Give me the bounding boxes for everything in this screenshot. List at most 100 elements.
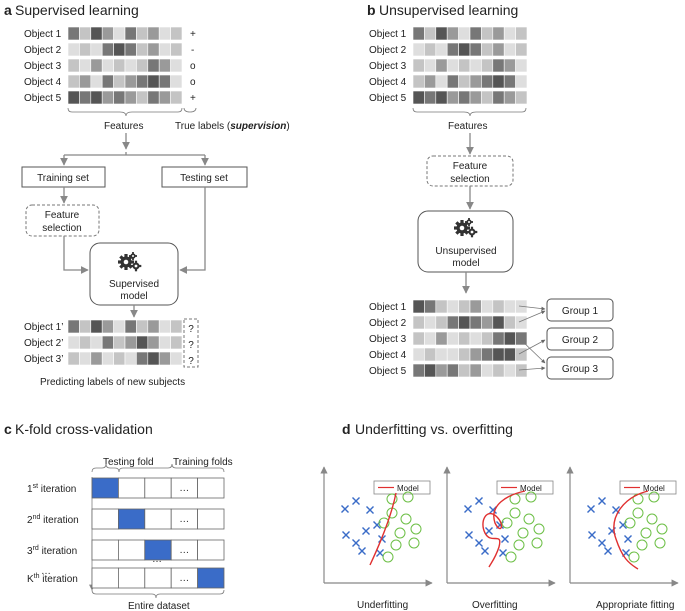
a-new-cell-2-8 (147, 335, 160, 350)
b-cell-3-6 (469, 58, 482, 73)
b-cell-1-7 (481, 26, 494, 41)
cross-point-underfitting-7 (352, 539, 360, 547)
caption-overfitting: Overfitting (472, 600, 518, 611)
features-label-b: Features (448, 121, 487, 132)
model-curve-appropriate (613, 490, 649, 570)
b-cl-cell-1-6 (469, 299, 482, 314)
b-cell-5-10 (515, 90, 528, 105)
a-new-cell-2-4 (101, 335, 114, 350)
a-cell-5-6 (124, 90, 137, 105)
panel-a-letter: a (4, 2, 12, 18)
b-cl-cell-3-8 (492, 331, 505, 346)
entire-dataset-label: Entire dataset (128, 601, 190, 611)
circle-point-underfitting-5 (378, 517, 390, 529)
circle-point-overfitting-7 (533, 523, 545, 535)
iteration-label-2: 2nd iteration (27, 514, 79, 526)
b-cell-2-7 (481, 42, 494, 57)
b-cell-3-4 (446, 58, 459, 73)
b-cell-1-5 (458, 26, 471, 41)
circle-point-underfitting-8 (390, 539, 402, 551)
training-fold-2-3 (144, 508, 172, 530)
b-cl-cell-4-10 (515, 347, 528, 362)
a-cell-4-3 (90, 74, 103, 89)
a-new-cell-1-8 (147, 319, 160, 334)
a-cell-5-2 (79, 90, 92, 105)
a-cell-2-8 (147, 42, 160, 57)
a-cell-5-5 (113, 90, 126, 105)
b-cl-cell-3-2 (424, 331, 437, 346)
a-cell-3-5 (113, 58, 126, 73)
features-bracket-b (412, 107, 527, 117)
b-cell-2-6 (469, 42, 482, 57)
a-cell-2-3 (90, 42, 103, 57)
a-new-object-label-1: Object 1’ (24, 322, 63, 333)
cross-point-overfitting-2 (475, 497, 483, 505)
b-cl-cell-5-1 (412, 363, 425, 378)
a-cell-1-9 (158, 26, 171, 41)
b-cl-cell-1-1 (412, 299, 425, 314)
a-new-cell-1-9 (158, 319, 171, 334)
a-cell-3-6 (124, 58, 137, 73)
b-cl-cell-3-5 (458, 331, 471, 346)
caption-underfitting: Underfitting (357, 600, 408, 611)
b-cell-4-6 (469, 74, 482, 89)
a-new-cell-1-6 (124, 319, 137, 334)
a-new-cell-3-6 (124, 351, 137, 366)
circle-point-underfitting-4 (400, 513, 412, 525)
a-cell-3-1 (67, 58, 80, 73)
a-cell-3-10 (170, 58, 183, 73)
a-new-cell-1-1 (67, 319, 80, 334)
b-cl-cell-2-7 (481, 315, 494, 330)
entire-dataset-bracket (91, 589, 225, 599)
cross-point-underfitting-4 (342, 531, 350, 539)
unsupervised-model-line1: Unsupervised (435, 246, 496, 257)
cross-point-overfitting-5 (485, 527, 493, 535)
b-object-label-3: Object 3 (369, 61, 407, 72)
a-new-cell-1-4 (101, 319, 114, 334)
b-cell-5-7 (481, 90, 494, 105)
b-cell-3-1 (412, 58, 425, 73)
b-cl-cell-2-9 (503, 315, 516, 330)
legend-label-underfitting: Model (397, 484, 419, 493)
training-fold-3-1 (91, 539, 119, 561)
label-object-4: o (190, 77, 196, 88)
group-3-label: Group 3 (562, 364, 599, 375)
testing-fold-2-2 (118, 508, 146, 530)
b-cl-cell-5-6 (469, 363, 482, 378)
cross-point-overfitting-7 (475, 539, 483, 547)
model-curve-underfitting (369, 492, 397, 566)
b-cl-cell-1-4 (446, 299, 459, 314)
panel-a-new-objects: Object 1’Object 2’Object 3’ (24, 319, 183, 366)
b-cl-cell-4-2 (424, 347, 437, 362)
testing-fold-bracket (91, 463, 120, 473)
a-new-cell-1-5 (113, 319, 126, 334)
training-fold-3-5 (197, 539, 225, 561)
b-cl-cell-2-10 (515, 315, 528, 330)
group-1-box (546, 298, 614, 322)
cross-point-appropriate-4 (588, 531, 596, 539)
b-cell-2-4 (446, 42, 459, 57)
circle-point-appropriate-2 (648, 491, 660, 503)
a-object-label-2: Object 2 (24, 45, 62, 56)
training-set-label: Training set (37, 173, 89, 184)
b-cl-cell-3-10 (515, 331, 528, 346)
cross-point-appropriate-8 (624, 535, 632, 543)
legend-box-overfitting (496, 480, 554, 495)
a-cell-1-8 (147, 26, 160, 41)
circle-point-underfitting-10 (382, 551, 394, 563)
b-cell-4-3 (435, 74, 448, 89)
circle-point-underfitting-7 (410, 523, 422, 535)
circle-point-appropriate-7 (656, 523, 668, 535)
b-cell-4-2 (424, 74, 437, 89)
b-cell-1-4 (446, 26, 459, 41)
b-cell-3-5 (458, 58, 471, 73)
a-cell-3-2 (79, 58, 92, 73)
b-cell-5-3 (435, 90, 448, 105)
b-cl-cell-3-1 (412, 331, 425, 346)
training-fold-2-5 (197, 508, 225, 530)
b-cell-3-3 (435, 58, 448, 73)
b-object-label-5: Object 5 (369, 93, 407, 104)
